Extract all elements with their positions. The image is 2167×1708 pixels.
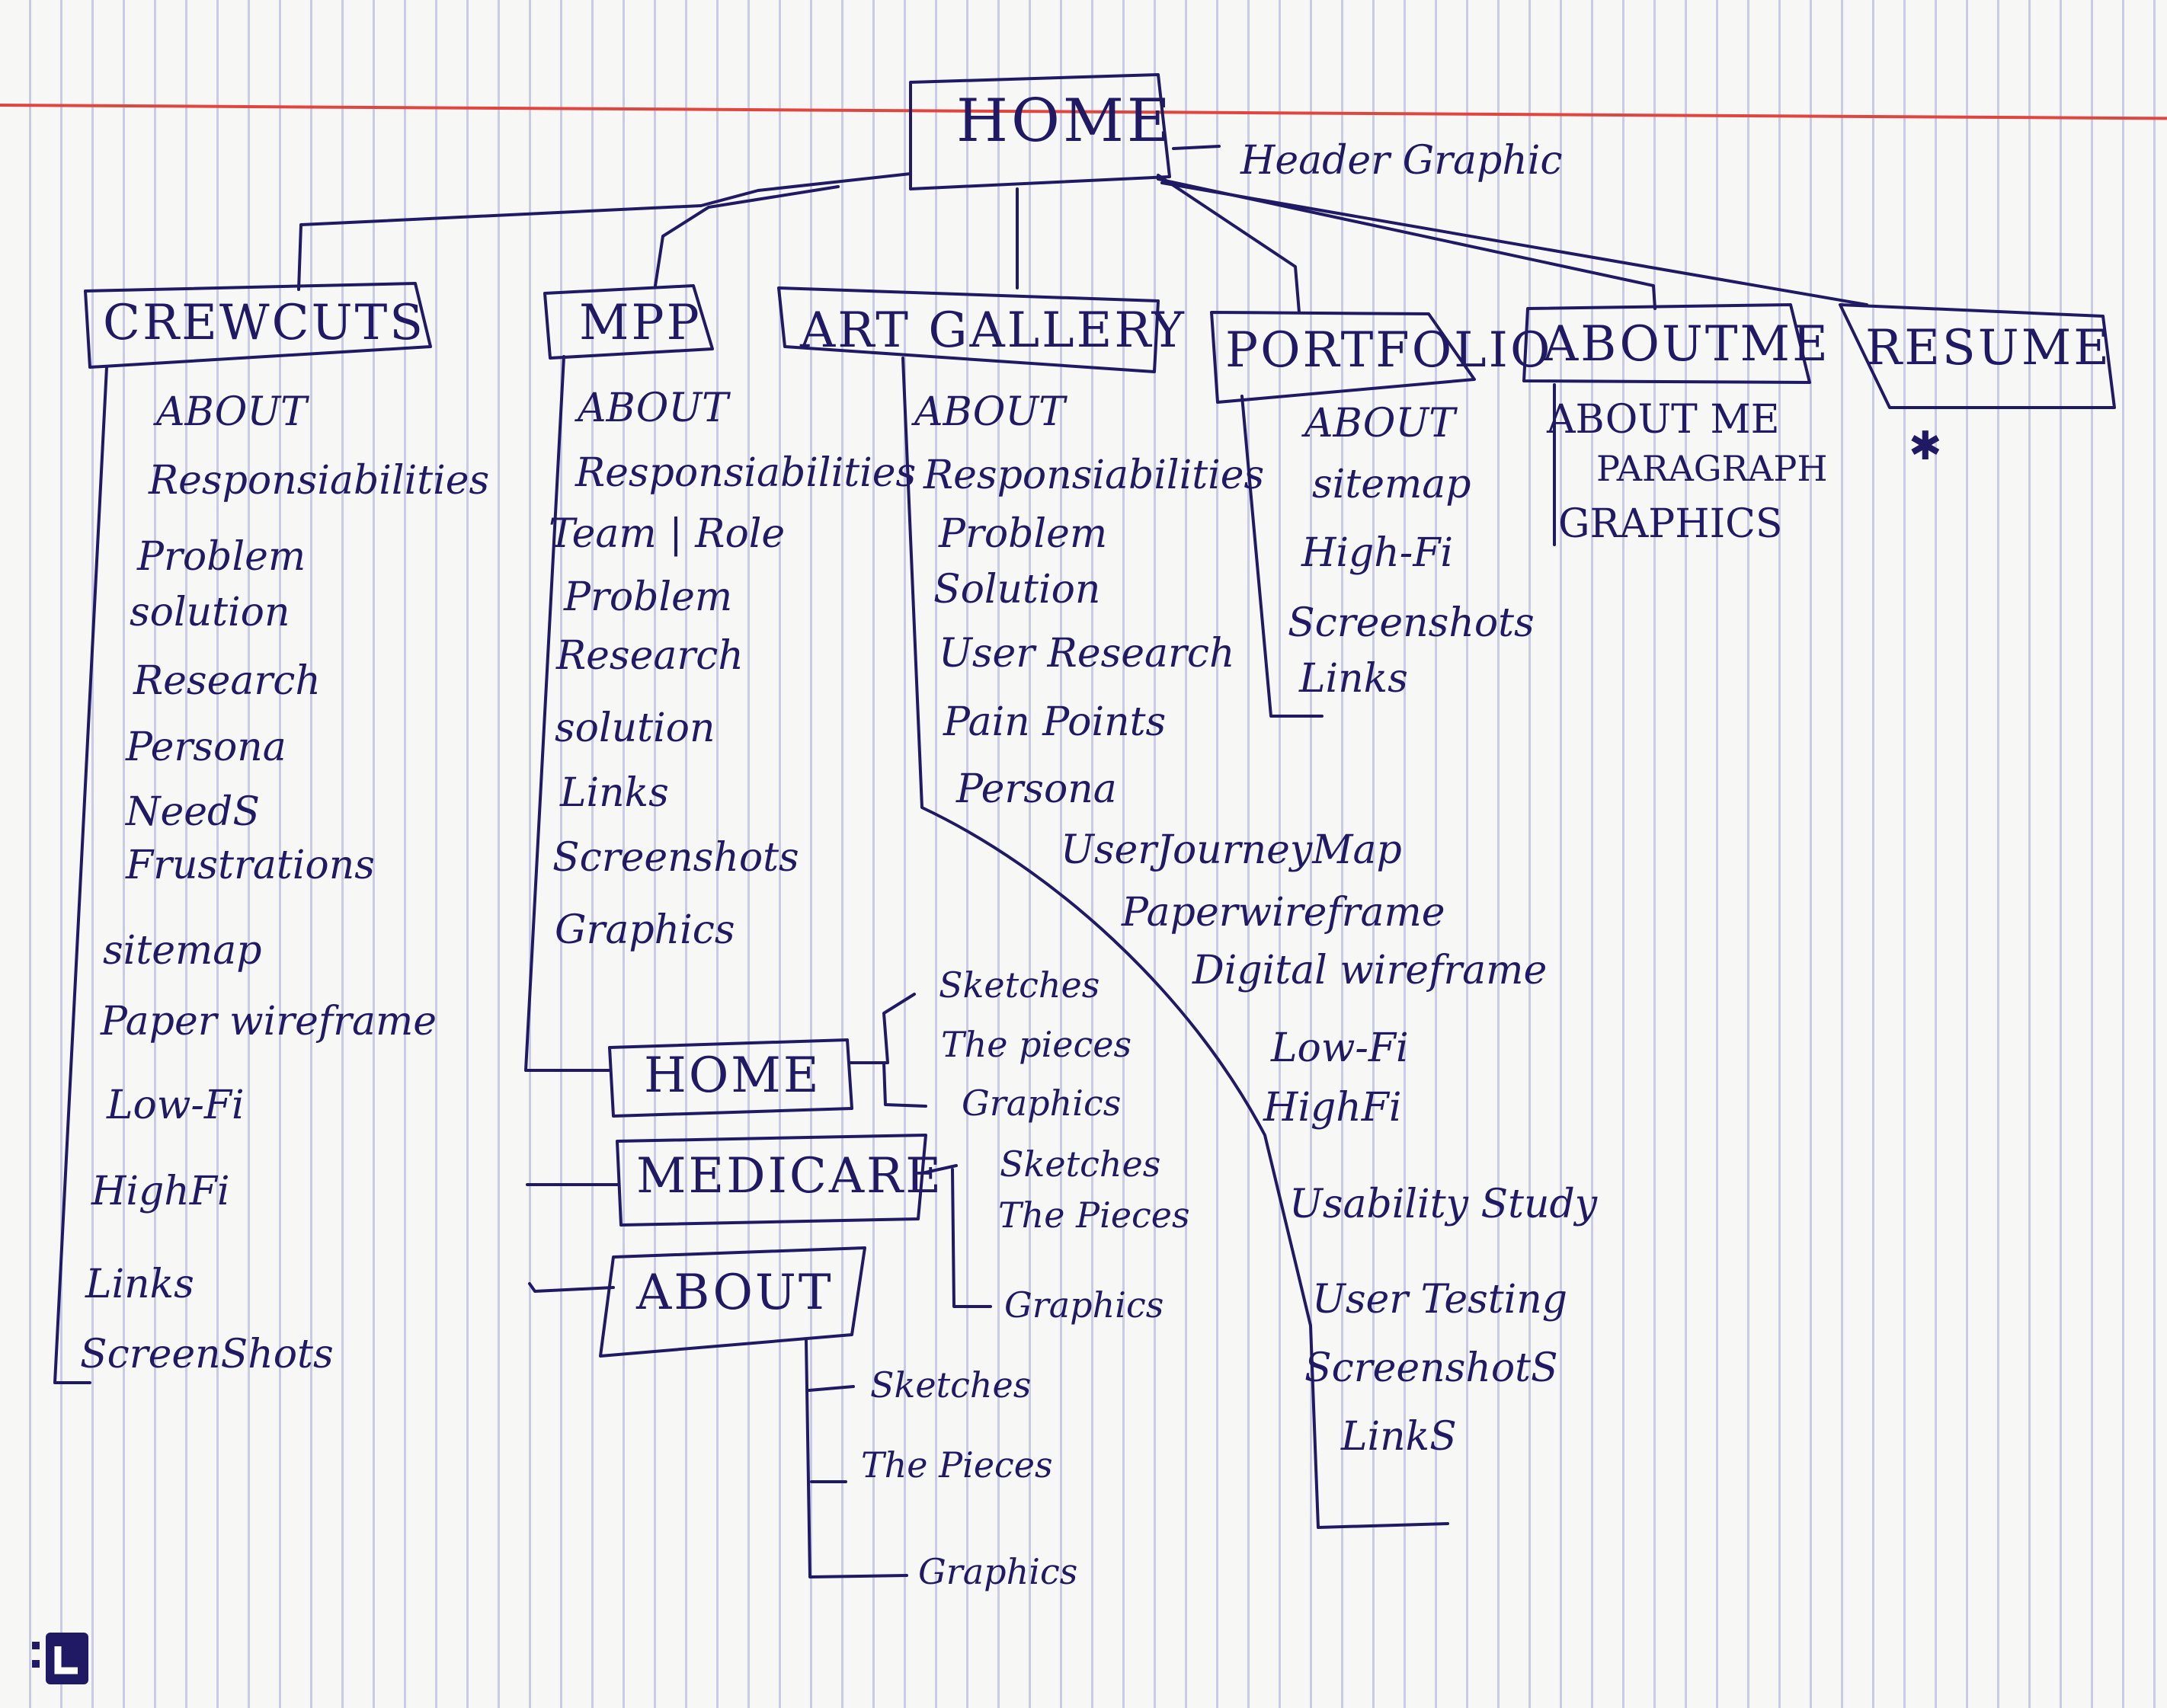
art-gallery-item: Digital wireframe (1192, 948, 1548, 993)
art-gallery-item: UserJourneyMap (1061, 827, 1402, 873)
mpp-page-item: Sketches (870, 1364, 1032, 1406)
portfolio-item: Links (1299, 656, 1408, 702)
crewcuts-item: Persona (126, 724, 286, 770)
box-mpp (543, 284, 714, 360)
mpp-item: ABOUT (578, 385, 728, 431)
mpp-page-item: Graphics (962, 1083, 1122, 1124)
resume-asterisk-mark: ✱ (1909, 424, 1942, 469)
crewcuts-item: ABOUT (156, 389, 307, 435)
art-gallery-item: Usability Study (1289, 1182, 1598, 1227)
box-portfolio (1210, 311, 1476, 404)
box-mpp-about (599, 1246, 866, 1358)
aboutme-item: ABOUT ME (1547, 397, 1780, 443)
crewcuts-node-label: CREWCUTS (103, 295, 426, 351)
crewcuts-item: Problem (137, 534, 306, 580)
crewcuts-item: solution (130, 590, 290, 635)
art-gallery-item: ABOUT (914, 389, 1065, 435)
mpp-item: Links (560, 770, 669, 816)
box-aboutme (1522, 303, 1811, 384)
mpp-item: Responsiabilities (575, 450, 917, 496)
mpp-item: Screenshots (552, 835, 799, 881)
mpp-page-item: Graphics (918, 1551, 1078, 1592)
resume-node-label: RESUME (1865, 320, 2111, 376)
scanner-logo-icon (32, 1633, 88, 1684)
box-art (777, 286, 1160, 373)
art-gallery-item: Pain Points (943, 699, 1167, 745)
crewcuts-item: Low-Fi (107, 1083, 245, 1128)
crewcuts-item: NeedS (126, 789, 260, 835)
mpp-page-item: Graphics (1004, 1284, 1164, 1326)
mpp-item: Problem (564, 574, 733, 620)
portfolio-node-label: PORTFOLIO (1225, 322, 1553, 379)
box-mpp-home (608, 1038, 853, 1118)
header-graphic-note: Header Graphic (1240, 138, 1563, 184)
mpp-item: Team | Role (549, 511, 786, 557)
root-node-label: HOME (956, 87, 1173, 155)
mpp-item: Research (556, 633, 744, 679)
aboutme-item: PARAGRAPH (1596, 448, 1828, 489)
portfolio-item: ABOUT (1304, 401, 1455, 446)
aboutme-item: GRAPHICS (1558, 501, 1783, 547)
crewcuts-item: Responsiabilities (149, 458, 490, 504)
mpp-page-medicare-label: MEDICARE (636, 1148, 943, 1204)
art-gallery-item: Problem (939, 511, 1108, 557)
mpp-page-item: The pieces (941, 1024, 1132, 1065)
art-gallery-item: ScreenshotS (1304, 1345, 1558, 1391)
art-gallery-item: Responsiabilities (923, 453, 1265, 498)
mpp-node-label: MPP (579, 295, 702, 351)
box-resume (1839, 303, 2116, 409)
crewcuts-item: sitemap (103, 928, 262, 974)
mpp-item: Graphics (555, 907, 735, 953)
crewcuts-item: Frustrations (126, 843, 375, 888)
art-gallery-item: Paperwireframe (1122, 890, 1445, 936)
art-gallery-item: User Testing (1312, 1277, 1568, 1323)
box-mpp-medicare (616, 1134, 927, 1227)
crewcuts-item: Links (85, 1262, 194, 1307)
crewcuts-item: Research (133, 658, 321, 704)
art-gallery-node-label: ART GALLERY (800, 302, 1186, 359)
mpp-page-home-label: HOME (644, 1048, 821, 1104)
box-crewcuts (84, 282, 432, 369)
art-gallery-item: Low-Fi (1271, 1025, 1409, 1071)
portfolio-item: sitemap (1312, 462, 1471, 507)
portfolio-item: High-Fi (1301, 530, 1454, 576)
mpp-page-item: Sketches (1000, 1143, 1161, 1185)
art-gallery-item: User Research (939, 631, 1235, 676)
art-gallery-item: Persona (956, 766, 1117, 812)
art-gallery-item: HighFi (1263, 1085, 1402, 1131)
mpp-page-about-label: ABOUT (636, 1265, 834, 1321)
crewcuts-item: HighFi (91, 1169, 230, 1214)
mpp-item: solution (555, 705, 715, 751)
aboutme-node-label: ABOUTME (1543, 316, 1830, 373)
mpp-page-item: The Pieces (998, 1195, 1190, 1236)
mpp-page-item: Sketches (939, 964, 1100, 1006)
crewcuts-item: ScreenShots (80, 1332, 334, 1377)
box-home (909, 73, 1171, 190)
mpp-page-item: The Pieces (861, 1444, 1053, 1486)
art-gallery-item: LinkS (1341, 1414, 1457, 1460)
portfolio-item: Screenshots (1288, 600, 1535, 646)
art-gallery-item: Solution (933, 567, 1101, 613)
crewcuts-item: Paper wireframe (101, 999, 437, 1044)
